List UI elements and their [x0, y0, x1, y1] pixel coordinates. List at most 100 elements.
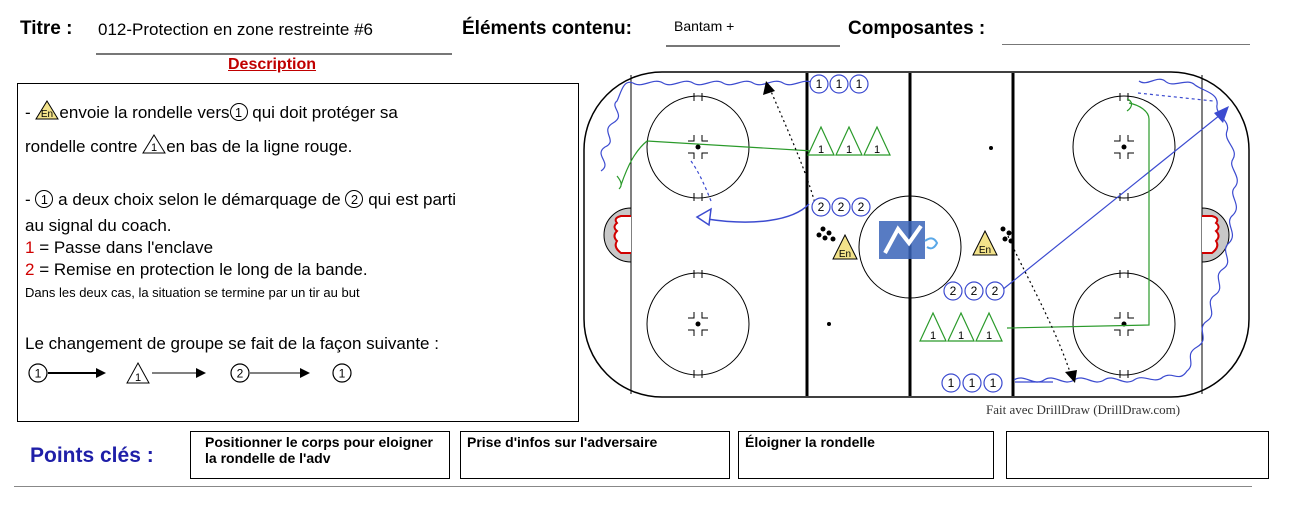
faceoff-circle-bottom-left — [646, 272, 750, 376]
svg-text:1: 1 — [818, 144, 824, 156]
player-path-arrowhead — [695, 207, 712, 227]
svg-text:1: 1 — [856, 77, 863, 91]
player-one-icon: 1 — [35, 190, 54, 208]
coach-icon-right: En — [972, 229, 998, 256]
key-point-1[interactable]: Positionner le corps pour eloigner la ro… — [190, 431, 450, 479]
coach-triangle-icon: En — [35, 100, 60, 120]
svg-text:2: 2 — [971, 284, 978, 298]
defenders-bottom-labels: 1 1 1 — [930, 330, 992, 342]
composantes-label: Composantes : — [848, 18, 986, 39]
desc-note: Dans les deux cas, la situation se termi… — [25, 285, 360, 300]
elements-label: Éléments contenu: — [462, 18, 632, 39]
rotation-player-one-icon — [332, 363, 352, 383]
net-right — [1202, 215, 1220, 254]
svg-text:1: 1 — [986, 330, 992, 342]
title-label: Titre : — [20, 18, 73, 39]
elements-underline — [666, 45, 840, 47]
svg-text:En: En — [839, 249, 851, 260]
puck-arrowhead-left — [763, 81, 775, 95]
key-point-4[interactable] — [1006, 431, 1269, 479]
coach-symbol-text: En — [41, 109, 53, 120]
svg-text:2: 2 — [992, 284, 999, 298]
desc-option-1: 1 = Passe dans l'enclave — [25, 238, 214, 257]
pass-line-right — [1001, 110, 1226, 291]
pucks-right — [1000, 226, 1014, 244]
net-left — [613, 215, 631, 254]
svg-text:1: 1 — [958, 330, 964, 342]
defender-triangle-icon: 1 — [142, 134, 167, 154]
center-circle — [858, 195, 962, 299]
pass-arrowhead-right — [1214, 106, 1229, 123]
desc-option-2: 2 = Remise en protection le long de la b… — [25, 260, 368, 279]
pucks-left — [816, 226, 836, 242]
center-logo-icon — [879, 221, 939, 259]
puck-path-left — [769, 88, 819, 217]
green-stick-right — [1126, 98, 1133, 112]
rotation-player-one-icon — [28, 363, 48, 383]
player-path — [706, 203, 810, 223]
desc-rotation-text: Le changement de groupe se fait de la fa… — [25, 334, 439, 353]
players-one-bottom — [941, 373, 1003, 393]
dotted-blue-right — [1137, 92, 1214, 102]
defender-symbol-text: 1 — [151, 142, 157, 154]
green-path-left — [620, 140, 814, 186]
dotted-blue-left — [690, 160, 712, 202]
defenders-top — [807, 125, 891, 156]
description-heading: Description — [228, 56, 317, 73]
rotation-defender-icon — [126, 361, 150, 384]
bottom-divider — [14, 486, 1252, 487]
faceoff-hashes — [688, 93, 1134, 378]
green-stick-left — [616, 175, 622, 190]
elements-value[interactable]: Bantam + — [674, 18, 735, 34]
svg-text:1: 1 — [874, 144, 880, 156]
rotation-two-text: 2 — [237, 367, 244, 381]
composantes-field[interactable] — [1002, 44, 1250, 45]
rotation-arrowhead — [196, 368, 206, 378]
svg-text:1: 1 — [846, 144, 852, 156]
key-point-3[interactable]: Éloigner la rondelle — [738, 431, 994, 479]
rotation-one-text: 1 — [339, 367, 346, 381]
rotation-arrowhead — [96, 368, 106, 378]
player-two-icon: 2 — [345, 190, 364, 208]
title-value[interactable]: 012-Protection en zone restreinte #6 — [98, 20, 374, 39]
svg-text:2: 2 — [838, 200, 845, 214]
svg-text:1: 1 — [948, 376, 955, 390]
svg-text:2: 2 — [818, 200, 825, 214]
svg-text:En: En — [979, 245, 991, 256]
green-path-right — [1006, 102, 1150, 329]
title-underline — [96, 53, 452, 55]
defenders-top-labels: 1 1 1 — [818, 144, 880, 156]
svg-text:1: 1 — [969, 376, 976, 390]
player-one-icon: 1 — [229, 103, 248, 121]
players-two-left — [811, 197, 871, 217]
svg-text:1: 1 — [836, 77, 843, 91]
players-one-top — [809, 74, 869, 94]
svg-text:2: 2 — [950, 284, 957, 298]
players-two-right — [943, 281, 1005, 301]
svg-text:1: 1 — [930, 330, 936, 342]
skate-path-right — [1013, 78, 1238, 383]
diagram-credit: Fait avec DrillDraw (DrillDraw.com) — [986, 402, 1181, 417]
skate-path-left — [600, 80, 814, 172]
rotation-defender-text: 1 — [135, 372, 141, 384]
desc-line-3: - 1 a deux choix selon le démarquage de … — [25, 190, 457, 209]
faceoff-circle-bottom-right — [1072, 272, 1176, 376]
coach-icon-left: En — [832, 233, 858, 260]
faceoff-circle-top-right — [1072, 95, 1176, 199]
svg-text:2: 2 — [858, 200, 865, 214]
desc-line-4: au signal du coach. — [25, 216, 172, 235]
key-point-2[interactable]: Prise d'infos sur l'adversaire — [460, 431, 730, 479]
rotation-player-two-icon — [230, 363, 250, 383]
key-points-label: Points clés : — [30, 444, 154, 467]
rotation-one-text: 1 — [35, 367, 42, 381]
puck-arrowhead-right — [1065, 370, 1077, 383]
defenders-bottom — [919, 311, 1003, 342]
